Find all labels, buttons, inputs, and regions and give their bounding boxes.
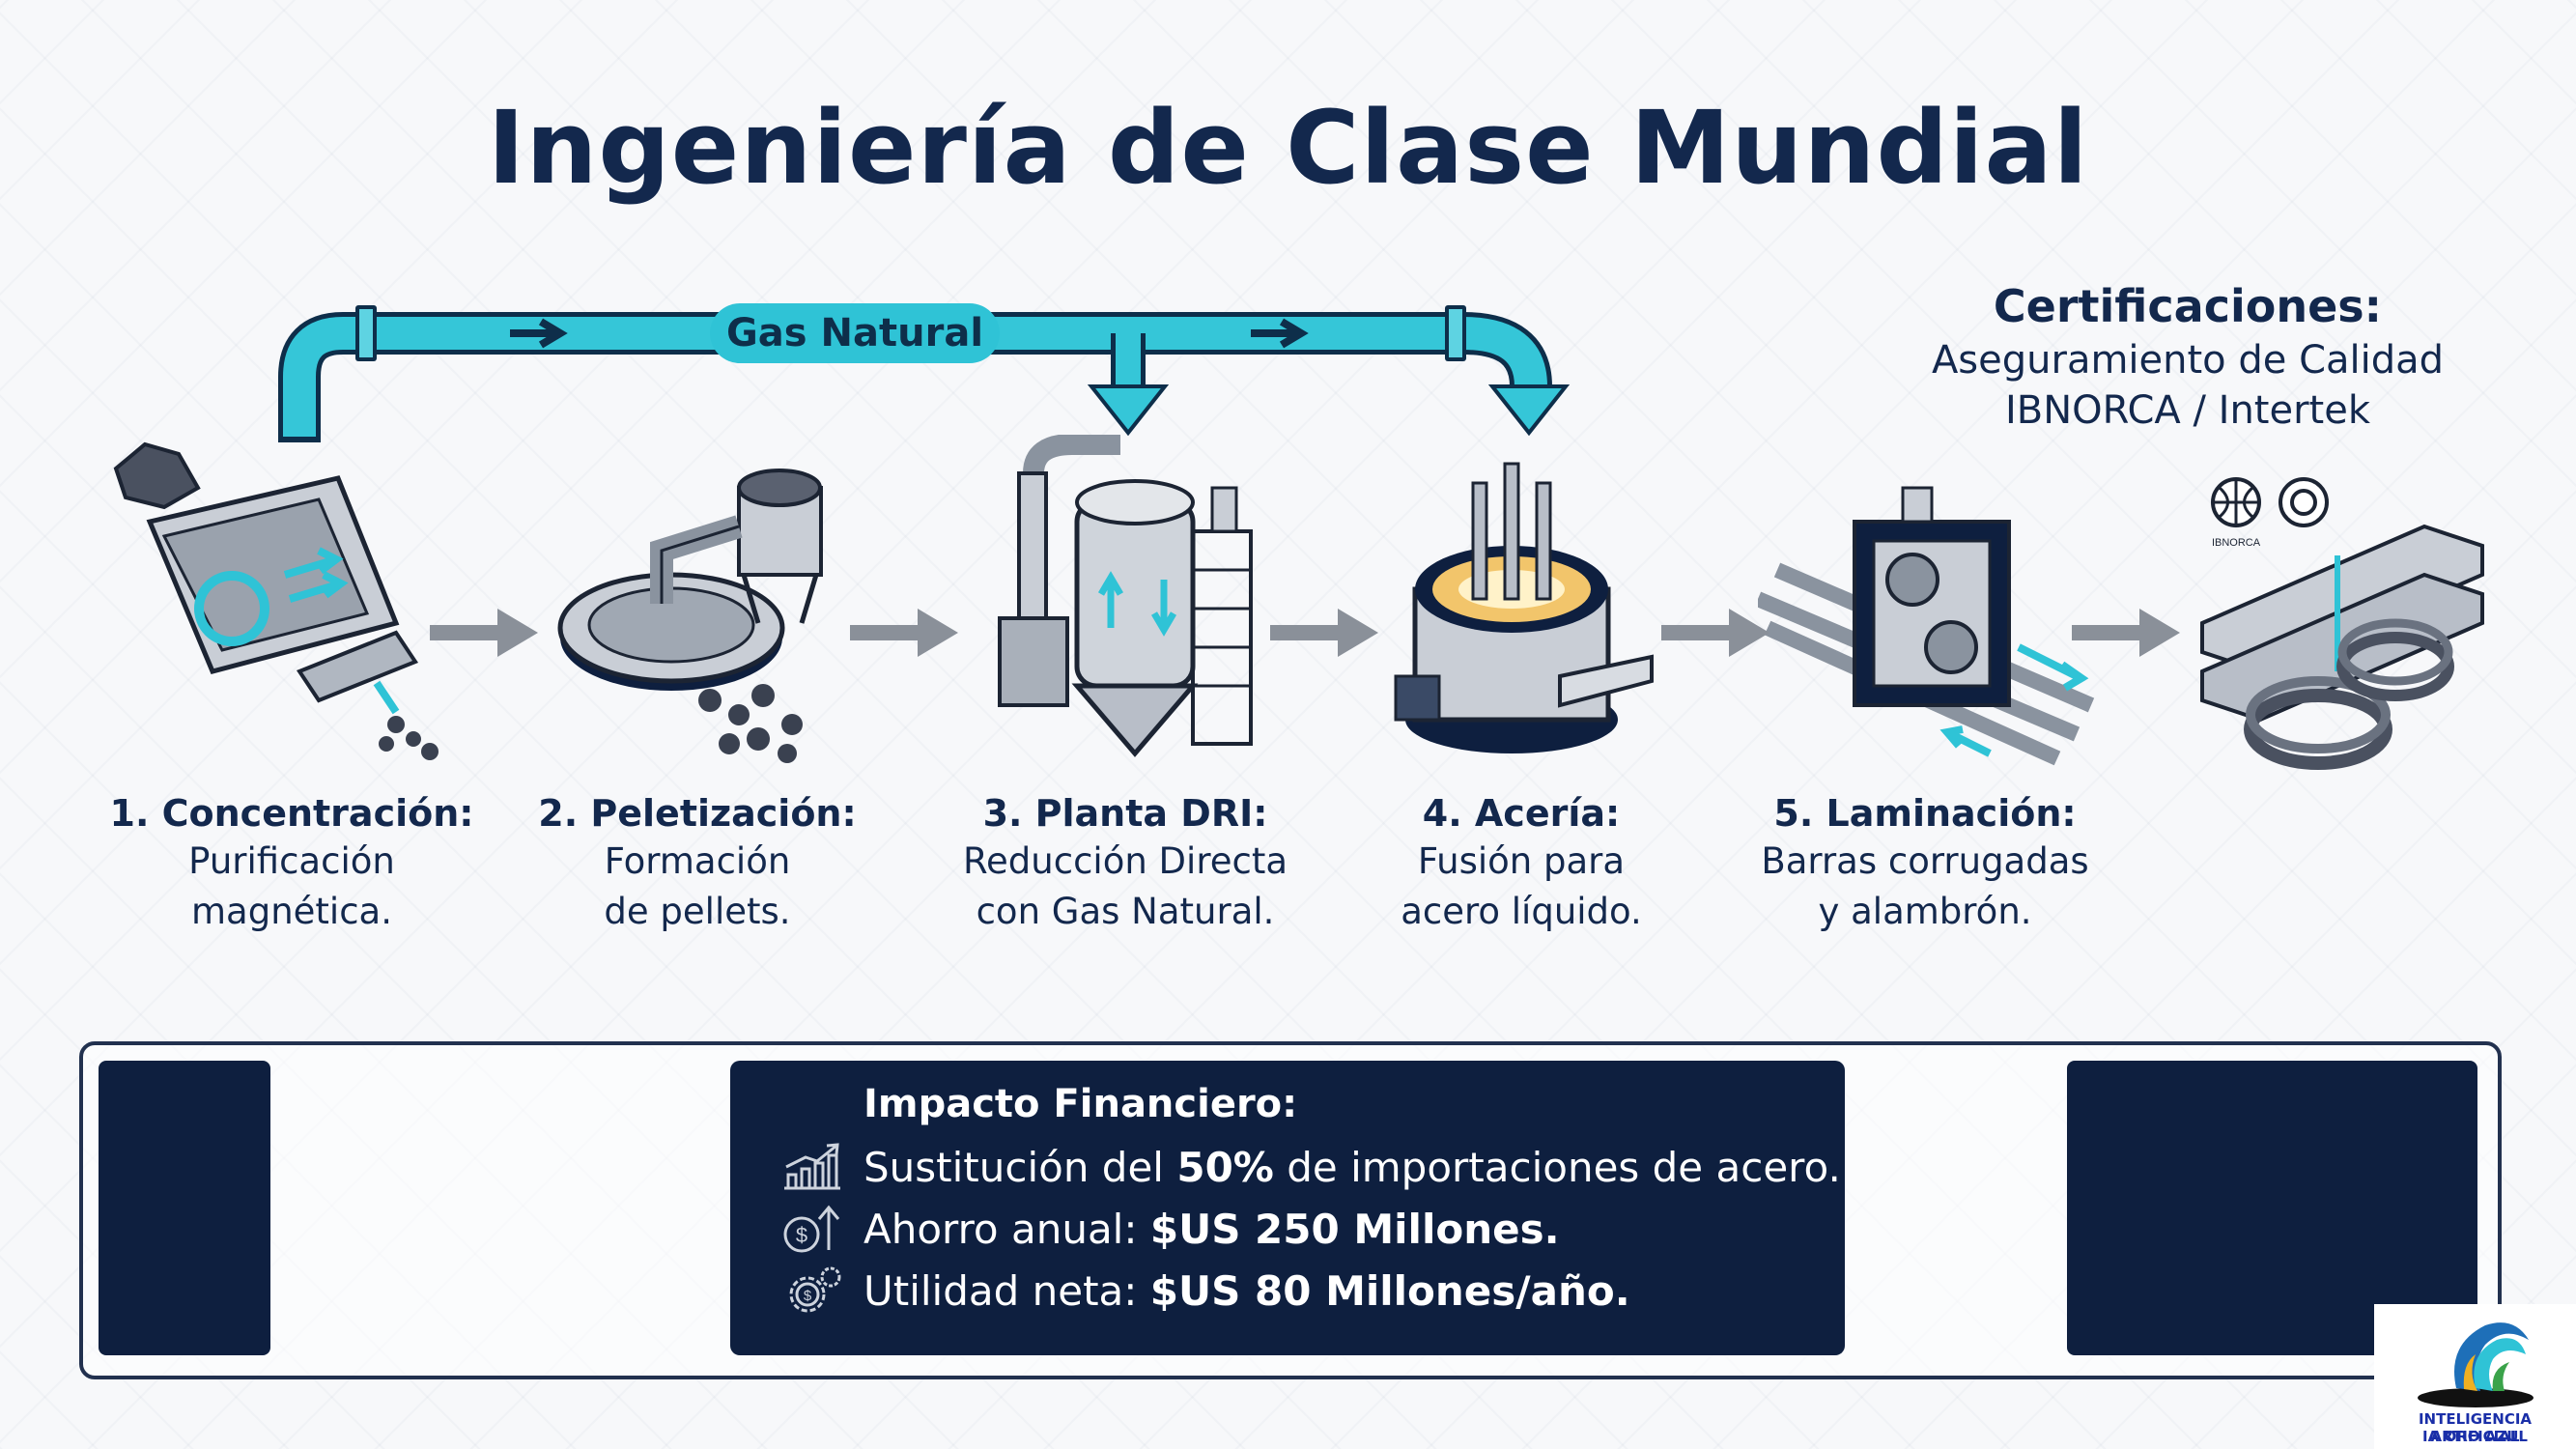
financial-heading: Impacto Financiero: [863,1082,1298,1126]
step-desc-line1: Purificación [188,840,395,882]
gas-natural-label: Gas Natural [710,303,1000,363]
svg-text:$: $ [804,1288,812,1304]
certifications-heading: Certificaciones: [1993,280,2383,332]
step-desc-line2: con Gas Natural. [976,891,1275,932]
step-title: 3. Planta DRI: [982,792,1268,835]
ia-oro-azul-logo: INTELIGENCIA ARTIFICIAL IA ORO AZUL [2374,1304,2576,1449]
financial-row-savings: $ Ahorro anual: $US 250 Millones. [778,1202,1560,1256]
magnetic-separator-icon [113,441,439,760]
certifications-block: Certificaciones: Aseguramiento de Calida… [1859,280,2516,433]
ibnorca-badge: IBNORCA [2212,537,2261,549]
step-desc-line2: y alambrón. [1818,891,2032,932]
financial-row-profit: $ Utilidad neta: $US 80 Millones/año. [778,1264,1630,1318]
gear-dollar-icon: $ [789,1266,841,1313]
step-title: 1. Concentración: [109,792,474,835]
svg-text:$: $ [796,1223,807,1247]
step-desc-line1: Fusión para [1417,840,1626,882]
certifications-line-2: IBNORCA / Intertek [2005,388,2370,433]
step-desc-line1: Formación [604,840,791,882]
step-concentration: 1. Concentración: Purificación magnética… [89,792,495,935]
financial-impact-box: Impacto Financiero: Sustitución del 50% … [730,1061,1845,1355]
process-arrow-4 [1661,609,1769,657]
step-title: 4. Acería: [1422,792,1621,835]
rolling-mill-icon [1758,486,2095,766]
pipe-arrow-down-1 [1087,384,1170,437]
step-steel-mill: 4. Acería: Fusión para acero líquido. [1318,792,1724,935]
process-arrow-3 [1270,609,1378,657]
logo-swirl-icon [2418,1322,2534,1407]
financial-row3-bold: $US 80 Millones/año. [1149,1266,1630,1315]
steel-products-icon: IBNORCA [2200,477,2484,770]
financial-row2-pre: Ahorro anual: [863,1205,1150,1253]
process-arrow-1 [430,609,538,657]
step-desc-line1: Barras corrugadas [1761,840,2089,882]
growth-chart-icon [784,1143,840,1190]
financial-row1-pre: Sustitución del [863,1143,1177,1191]
left-dark-block [99,1061,270,1355]
step-title: 5. Laminación: [1773,792,2077,835]
pipe-arrow-down-2 [1487,384,1571,437]
logo-line-2: IA ORO AZUL [2422,1428,2528,1445]
dollar-up-icon: $ [783,1205,840,1253]
financial-row-imports: Sustitución del 50% de importaciones de … [778,1140,1841,1194]
step-pelletizing: 2. Peletización: Formación de pellets. [495,792,900,935]
pelletizer-disc-icon [557,469,823,763]
financial-row1-post: de importaciones de acero. [1273,1143,1841,1191]
electric-arc-furnace-icon [1394,462,1654,753]
financial-row3-pre: Utilidad neta: [863,1266,1150,1315]
certifications-line-1: Aseguramiento de Calidad [1931,338,2445,383]
gas-pipe [278,305,1571,442]
logo-line-1: INTELIGENCIA ARTIFICIAL [2418,1410,2533,1445]
step-title: 2. Peletización: [538,792,857,835]
process-arrow-2 [850,609,958,657]
step-dri-plant: 3. Planta DRI: Reducción Directa con Gas… [922,792,1328,935]
process-arrow-5 [2072,609,2180,657]
step-rolling: 5. Laminación: Barras corrugadas y alamb… [1722,792,2128,935]
step-desc-line2: acero líquido. [1401,891,1642,932]
dri-plant-icon [998,435,1253,757]
financial-row2-bold: $US 250 Millones. [1149,1205,1560,1253]
financial-row1-bold: 50% [1176,1143,1274,1191]
page-title: Ingeniería de Clase Mundial [487,89,2089,207]
step-desc-line2: de pellets. [604,891,791,932]
step-desc-line1: Reducción Directa [962,840,1288,882]
step-desc-line2: magnética. [191,891,392,932]
